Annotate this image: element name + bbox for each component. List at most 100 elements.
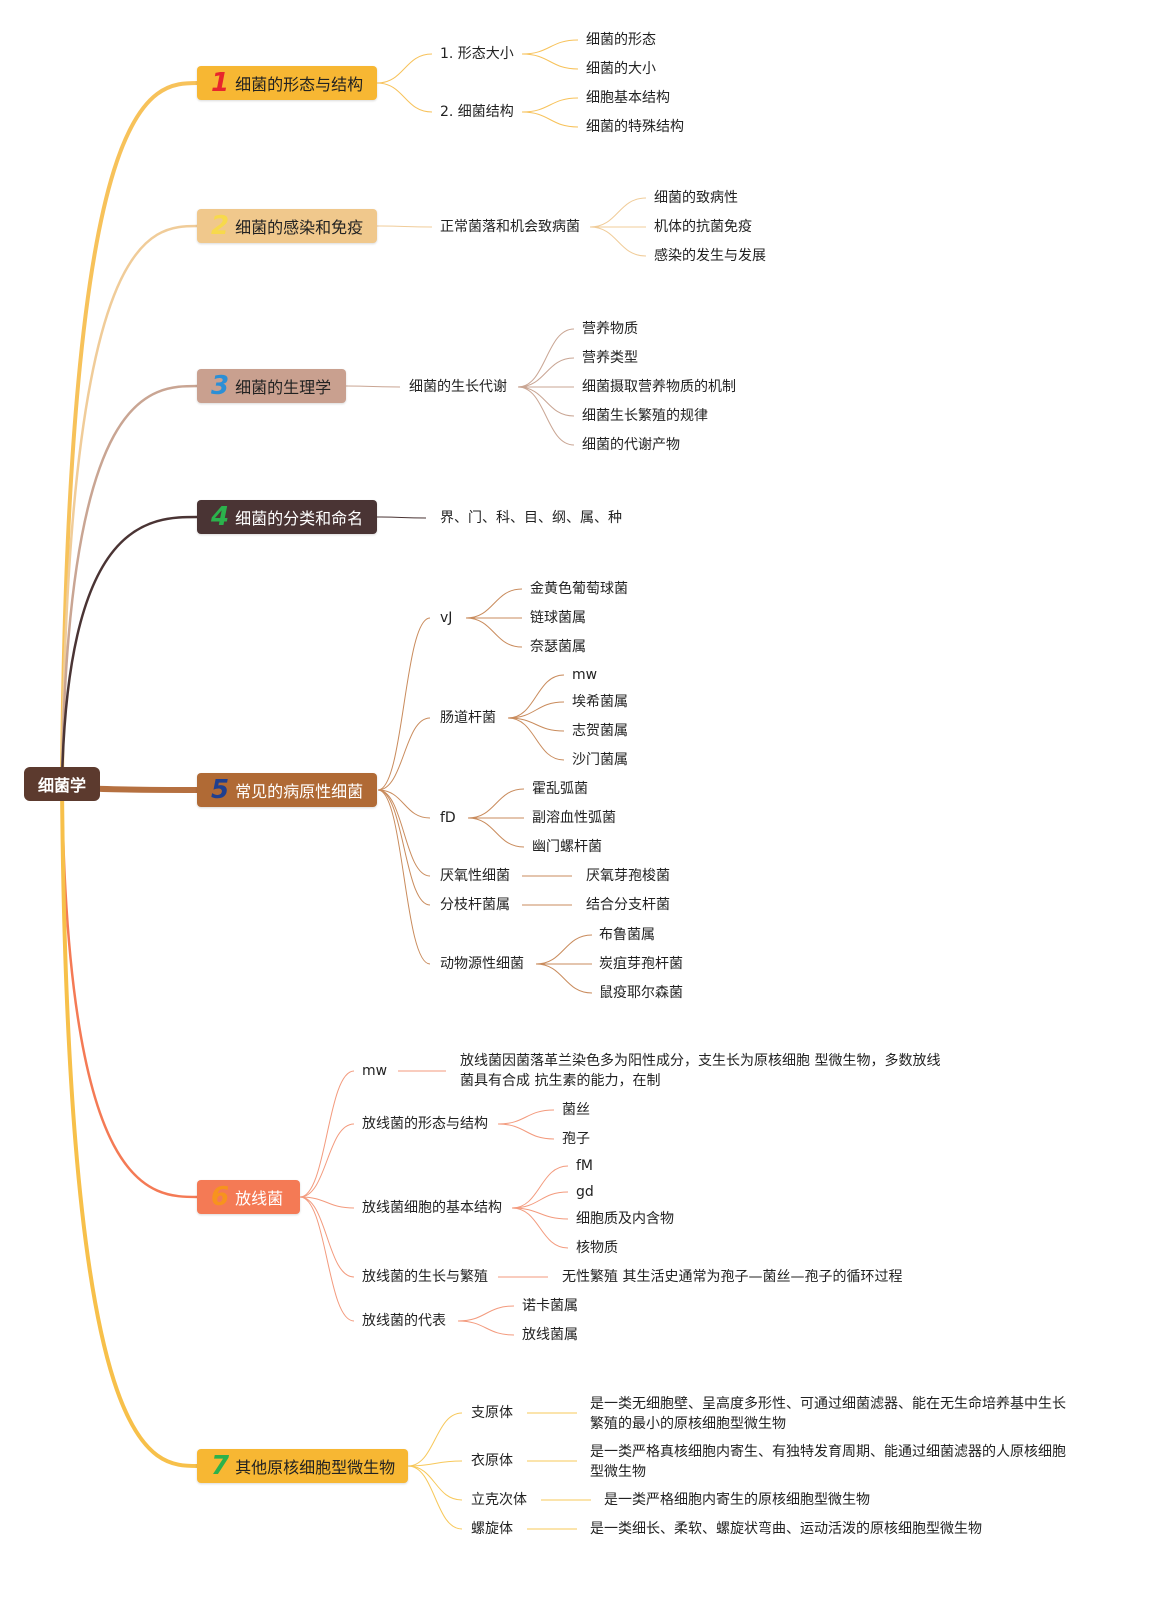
connector-line [377, 717, 431, 791]
connector-line [407, 1465, 463, 1530]
leaf-node[interactable]: fM [576, 1158, 594, 1174]
leaf-node[interactable]: 沙门菌属 [572, 752, 628, 768]
branch-6-node[interactable]: 6 放线菌 [197, 1180, 300, 1214]
leaf-node[interactable]: 金黄色葡萄球菌 [530, 581, 628, 597]
connector-line [511, 1165, 569, 1209]
connector-line [589, 226, 647, 257]
topic-node[interactable]: 分枝杆菌属 [440, 897, 510, 913]
leaf-node[interactable]: 志贺菌属 [572, 723, 628, 739]
topic-node[interactable]: 肠道杆菌 [440, 710, 496, 726]
leaf-node[interactable]: 细菌生长繁殖的规律 [582, 408, 708, 424]
leaf-node[interactable]: 放线菌因菌落革兰染色多为阳性成分，支生长为原核细胞 型微生物，多数放线菌具有合成… [460, 1053, 941, 1089]
leaf-node[interactable]: 是一类严格细胞内寄生的原核细胞型微生物 [604, 1492, 870, 1508]
leaf-node[interactable]: 核物质 [576, 1240, 618, 1256]
leaf-node[interactable]: 机体的抗菌免疫 [654, 219, 752, 235]
topic-node[interactable]: 螺旋体 [471, 1521, 513, 1537]
connector-line [377, 789, 431, 819]
leaf-node[interactable]: 霍乱弧菌 [532, 781, 588, 797]
topic-node[interactable]: vJ [440, 610, 453, 626]
connector-line [535, 963, 593, 994]
connector-line [376, 82, 433, 113]
leaf-node[interactable]: 奈瑟菌属 [530, 639, 586, 655]
branch-2-node[interactable]: 2 细菌的感染和免疫 [197, 209, 377, 243]
leaf-node[interactable]: 细菌的致病性 [654, 190, 738, 206]
connector-line [517, 386, 575, 446]
leaf-node[interactable]: 鼠疫耶尔森菌 [599, 985, 683, 1001]
branch-label: 细菌的感染和免疫 [235, 218, 364, 237]
connector-line [377, 789, 431, 906]
leaf-node[interactable]: 布鲁菌属 [599, 927, 655, 943]
branch-5-node[interactable]: 5 常见的病原性细菌 [197, 773, 377, 807]
leaf-node[interactable]: 细菌摄取营养物质的机制 [582, 379, 736, 395]
connector-line [507, 701, 565, 719]
topic-node[interactable]: mw [362, 1063, 388, 1079]
topic-node[interactable]: 衣原体 [471, 1453, 513, 1469]
topic-node[interactable]: 细菌的生长代谢 [409, 379, 507, 395]
topic-node[interactable]: 正常菌落和机会致病菌 [440, 219, 580, 235]
topic-node[interactable]: 放线菌细胞的基本结构 [362, 1200, 502, 1216]
connector-line [511, 1191, 569, 1209]
root-node[interactable]: 细菌学 [24, 767, 100, 801]
leaf-node[interactable]: 副溶血性弧菌 [532, 810, 616, 826]
leaf-node[interactable]: 厌氧芽孢梭菌 [586, 868, 670, 884]
root-branch-line [60, 224, 199, 785]
leaf-node[interactable]: 链球菌属 [530, 610, 586, 626]
connector-line [376, 225, 433, 228]
leaf-node[interactable]: 幽门螺杆菌 [532, 839, 602, 855]
connector-line [521, 111, 579, 128]
branch-1-node[interactable]: 1 细菌的形态与结构 [197, 66, 377, 100]
connector-line [299, 1196, 355, 1209]
leaf-node[interactable]: 诺卡菌属 [522, 1298, 578, 1314]
topic-node[interactable]: 动物源性细菌 [440, 956, 524, 972]
leaf-node[interactable]: 炭疽芽孢杆菌 [599, 956, 683, 972]
leaf-node[interactable]: 营养类型 [582, 350, 638, 366]
leaf-node[interactable]: 放线菌属 [522, 1327, 578, 1343]
topic-node[interactable]: 放线菌的代表 [362, 1313, 446, 1329]
leaf-node[interactable]: 是一类细长、柔软、螺旋状弯曲、运动活泼的原核细胞型微生物 [590, 1521, 982, 1537]
branch-label: 放线菌 [235, 1189, 284, 1208]
connector-line [377, 789, 431, 877]
topic-node[interactable]: 界、门、科、目、纲、属、种 [440, 510, 622, 526]
connector-line [511, 1207, 569, 1220]
connector-line [467, 788, 525, 819]
branch-number: 7 [211, 1451, 230, 1481]
leaf-node[interactable]: 细菌的代谢产物 [582, 437, 680, 453]
topic-node[interactable]: 1. 形态大小 [440, 46, 514, 62]
leaf-node[interactable]: 营养物质 [582, 321, 638, 337]
topic-node[interactable]: 立克次体 [471, 1492, 527, 1508]
branch-7-node[interactable]: 7 其他原核细胞型微生物 [197, 1449, 408, 1483]
leaf-node[interactable]: 是一类严格真核细胞内寄生、有独特发育周期、能通过细菌滤器的人原核细胞型微生物 [590, 1444, 1066, 1480]
leaf-node[interactable]: mw [572, 667, 598, 683]
topic-node[interactable]: 放线菌的形态与结构 [362, 1116, 488, 1132]
connector-line [507, 717, 565, 761]
root-branch-line [60, 515, 199, 785]
topic-node[interactable]: 厌氧性细菌 [440, 868, 510, 884]
connector-line [589, 197, 647, 228]
leaf-node[interactable]: 细菌的形态 [586, 32, 656, 48]
topic-node[interactable]: 放线菌的生长与繁殖 [362, 1269, 488, 1285]
leaf-node[interactable]: 细胞质及内含物 [576, 1211, 674, 1227]
leaf-node[interactable]: 孢子 [562, 1131, 590, 1147]
connector-line [457, 1320, 515, 1336]
leaf-node[interactable]: 细胞基本结构 [586, 90, 670, 106]
connector-line [407, 1412, 463, 1467]
leaf-node[interactable]: 埃希菌属 [572, 694, 628, 710]
topic-node[interactable]: fD [440, 810, 456, 826]
connector-line [521, 97, 579, 113]
leaf-node[interactable]: 是一类无细胞壁、呈高度多形性、可通过细菌滤器、能在无生命培养基中生长繁殖的最小的… [590, 1396, 1066, 1432]
leaf-node[interactable]: 结合分支杆菌 [586, 897, 670, 913]
topic-node[interactable]: 支原体 [471, 1405, 513, 1421]
branch-3-node[interactable]: 3 细菌的生理学 [197, 369, 346, 403]
connector-line [376, 516, 427, 519]
leaf-node[interactable]: gd [576, 1184, 594, 1200]
topic-node[interactable]: 2. 细菌结构 [440, 104, 514, 120]
branch-4-node[interactable]: 4 细菌的分类和命名 [197, 500, 377, 534]
connector-line [497, 1123, 555, 1140]
connector-line [377, 789, 431, 965]
branch-number: 3 [211, 371, 230, 401]
leaf-node[interactable]: 无性繁殖 其生活史通常为孢子—菌丝—孢子的循环过程 [562, 1269, 903, 1285]
leaf-node[interactable]: 细菌的大小 [586, 61, 656, 77]
leaf-node[interactable]: 菌丝 [562, 1102, 590, 1118]
leaf-node[interactable]: 感染的发生与发展 [654, 248, 766, 264]
leaf-node[interactable]: 细菌的特殊结构 [586, 119, 684, 135]
